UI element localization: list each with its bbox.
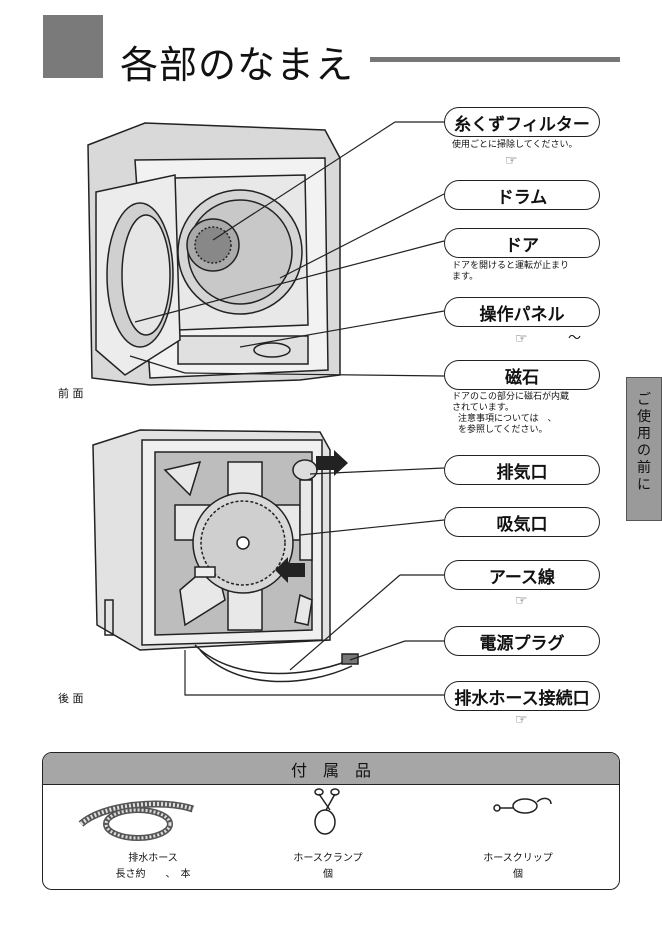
ground-wire-label: アース線: [444, 560, 600, 590]
back-view-dryer-illustration: [92, 429, 359, 683]
section-tab-label: ご使用の前に: [637, 392, 651, 493]
back-view-label: 後 面: [58, 692, 84, 705]
magnet-label: 磁石: [444, 360, 600, 390]
lint-filter-note: 使用ごとに掃除してください。: [452, 140, 578, 150]
front-view-dryer-illustration: [87, 122, 341, 386]
exhaust-label: 排気口: [444, 455, 600, 485]
pointing-hand-icon: ☞: [505, 153, 518, 169]
intake-label: 吸気口: [444, 507, 600, 537]
power-plug-label: 電源プラグ: [444, 626, 600, 656]
control-panel-label: 操作パネル: [444, 297, 600, 327]
page-title: 各部のなまえ: [120, 43, 355, 87]
lint-filter-label: 糸くずフィルター: [444, 107, 600, 137]
control-panel-ref: 〜: [568, 331, 582, 346]
drain-hose-caption: 排水ホース長さ約 、 本: [115, 853, 191, 880]
front-view-label: 前 面: [58, 387, 84, 400]
title-block: [43, 15, 103, 78]
vent-arrows: [275, 450, 348, 583]
accessories-header: 付 属 品: [43, 753, 619, 785]
title-rule: [370, 57, 620, 62]
door-note: ドアを開けると運転が止まります。: [452, 261, 570, 282]
hose-clip-illustration: [493, 797, 552, 814]
drum-label: ドラム: [444, 180, 600, 210]
door-label: ドア: [444, 228, 600, 258]
pointing-hand-icon: ☞: [515, 331, 528, 347]
hose-clamp-illustration: [314, 788, 340, 835]
hose-clip-caption: ホースクリップ個: [483, 853, 553, 880]
magnet-note: ドアのこの部分に磁石が内蔵されています。 注意事項については 、 を参照してくだ…: [452, 392, 570, 435]
drain-port-label: 排水ホース接続口: [444, 681, 600, 711]
pointing-hand-icon: ☞: [515, 593, 528, 609]
pointing-hand-icon: ☞: [515, 712, 528, 728]
drain-hose-illustration: [78, 800, 195, 841]
accessory-illustrations: [78, 788, 552, 841]
hose-clamp-caption: ホースクランプ個: [293, 853, 363, 880]
accessories-box: 付 属 品 排水ホース長さ約 、 本 ホースクランプ個 ホースクリップ個: [42, 752, 620, 890]
leader-lines: [129, 121, 445, 696]
